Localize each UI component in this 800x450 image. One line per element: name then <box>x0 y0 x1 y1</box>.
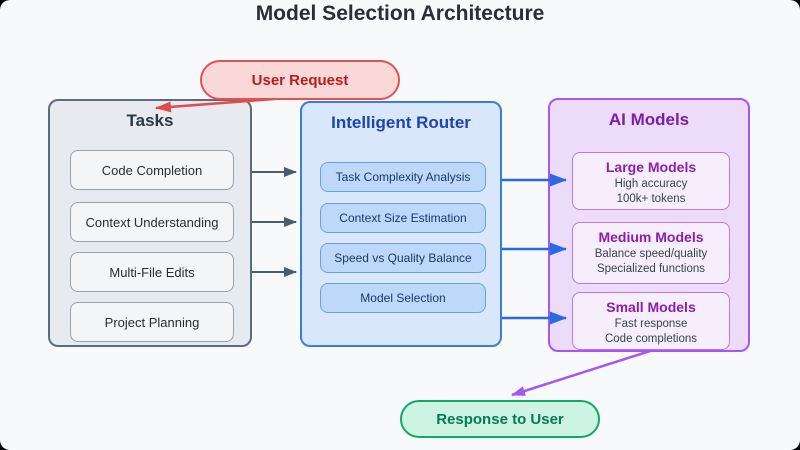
task-node-context-understanding: Context Understanding <box>70 202 234 242</box>
model-node-large: Large Models High accuracy 100k+ tokens <box>572 152 730 210</box>
user-request-label: User Request <box>251 71 349 89</box>
router-node-context-size: Context Size Estimation <box>320 203 486 233</box>
model-node-small-line-2: Code completions <box>604 333 698 346</box>
response-label: Response to User <box>436 410 564 428</box>
user-request-badge: User Request <box>200 60 400 100</box>
model-node-large-line-2: 100k+ tokens <box>616 193 686 206</box>
task-node-project-planning: Project Planning <box>70 302 234 342</box>
models-group-title: AI Models <box>608 110 690 129</box>
model-node-small-line-1: Fast response <box>614 317 688 330</box>
router-node-model-selection: Model Selection <box>320 283 486 313</box>
model-node-large-title: Large Models <box>605 159 697 175</box>
model-node-small: Small Models Fast response Code completi… <box>572 292 730 350</box>
model-node-medium-line-1: Balance speed/quality <box>594 247 708 260</box>
router-group-title: Intelligent Router <box>331 113 471 132</box>
model-node-medium-line-2: Specialized functions <box>596 263 706 276</box>
model-node-medium: Medium Models Balance speed/quality Spec… <box>572 222 730 284</box>
model-node-small-title: Small Models <box>606 299 696 315</box>
tasks-group-title: Tasks <box>126 111 174 130</box>
model-node-large-line-1: High accuracy <box>614 177 688 190</box>
model-node-medium-title: Medium Models <box>598 229 704 245</box>
task-node-code-completion: Code Completion <box>70 150 234 190</box>
response-badge: Response to User <box>400 400 600 438</box>
arrow-models-response <box>511 349 651 397</box>
router-node-speed-vs-quality: Speed vs Quality Balance <box>320 243 486 273</box>
task-node-multi-file-edits: Multi-File Edits <box>70 252 234 292</box>
diagram-title: Model Selection Architecture <box>255 2 545 25</box>
router-group: Intelligent Router Task Complexity Analy… <box>300 101 502 347</box>
tasks-group: Tasks Code Completion Context Understand… <box>48 99 252 347</box>
router-node-task-complexity: Task Complexity Analysis <box>320 162 486 192</box>
models-group: AI Models Large Models High accuracy 100… <box>548 98 750 352</box>
